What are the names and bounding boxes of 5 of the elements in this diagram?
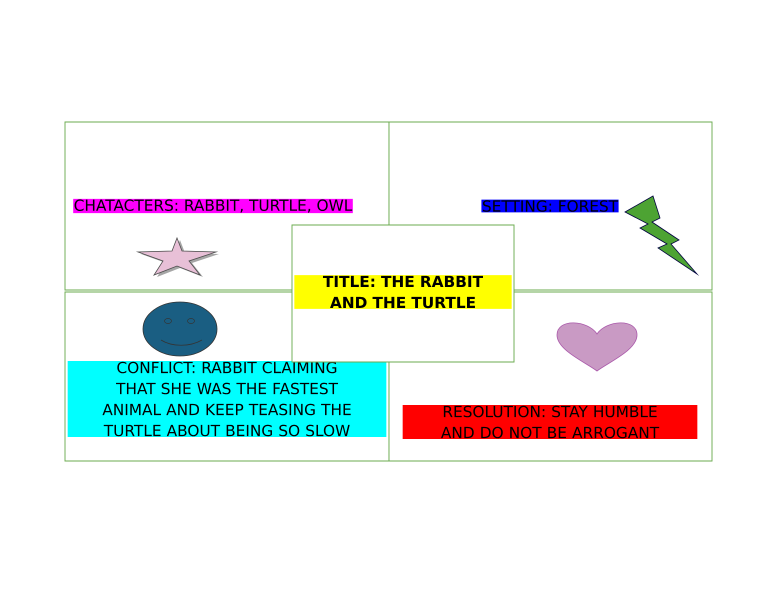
- highlighted-text: CONFLICT: RABBIT CLAIMING THAT SHE WAS THE FASTEST ANIMAL AND KEEP TEASING THE TURTLE ABOUT BEING SO SLOW: [102, 362, 351, 436]
- highlighted-text: RESOLUTION: STAY HUMBLE AND DO NOT BE ARROGANT: [441, 406, 660, 438]
- highlighted-text: TITLE: THE RABBIT AND THE TURTLE: [322, 276, 483, 308]
- highlighted-text: CHATACTERS: RABBIT, TURTLE, OWL: [73, 198, 353, 214]
- highlighted-text: SETTING: FOREST: [481, 200, 619, 212]
